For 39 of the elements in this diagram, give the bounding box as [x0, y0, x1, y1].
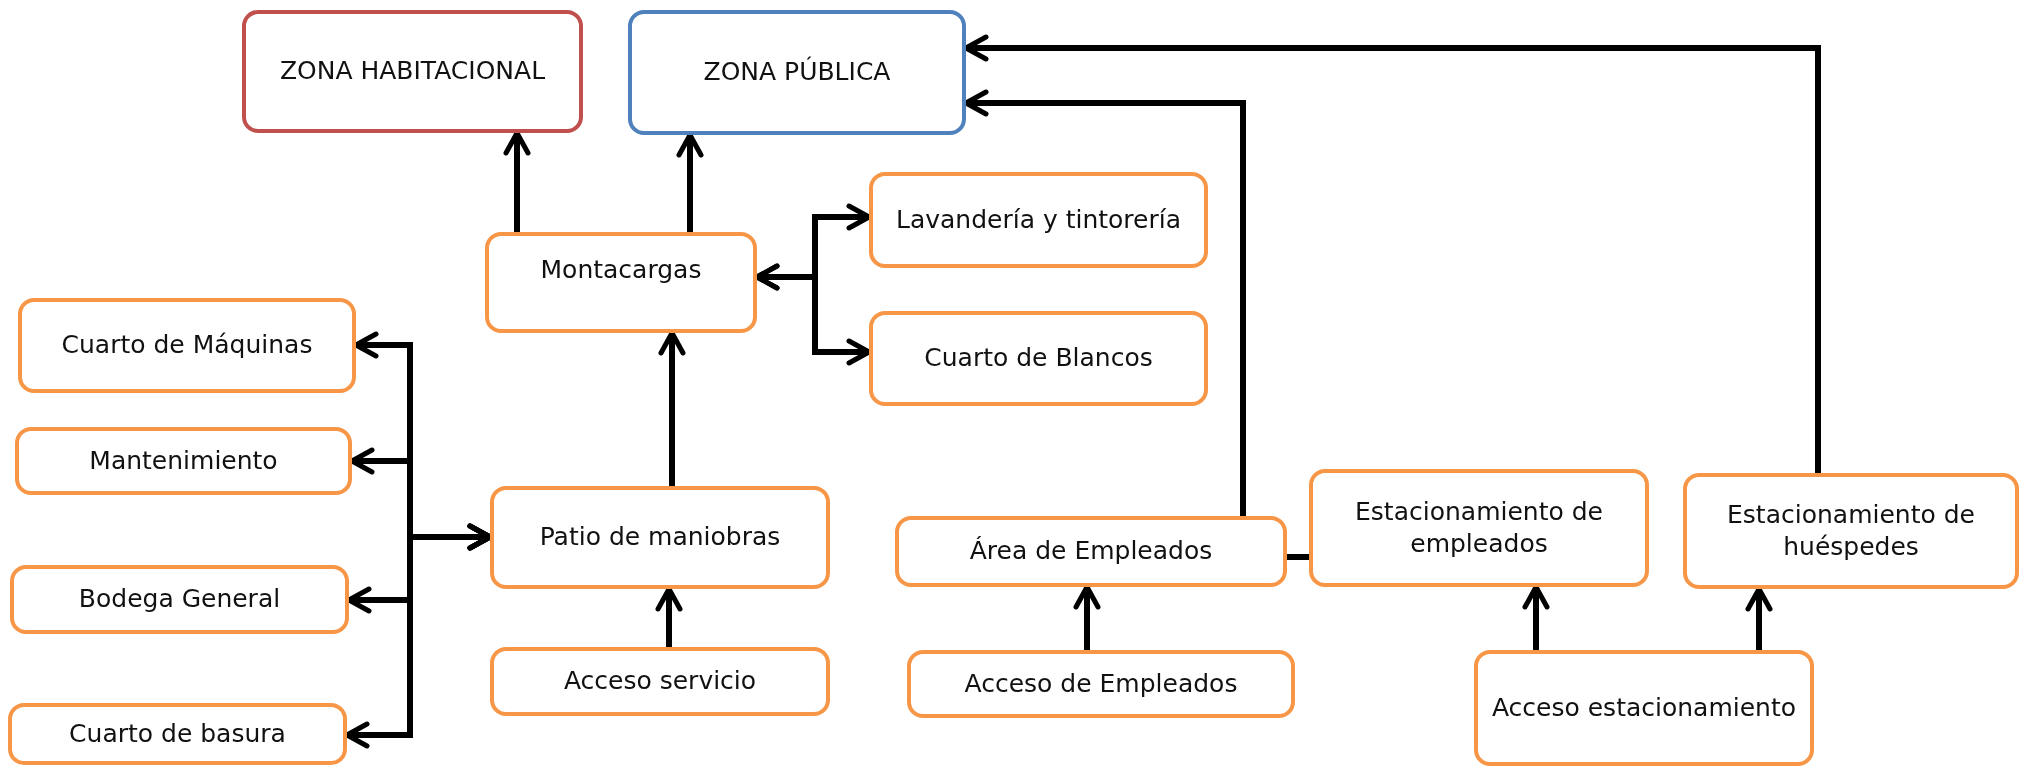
box-label: Cuarto de basura	[69, 717, 286, 750]
box-label: Montacargas	[540, 254, 702, 286]
box-label: Bodega General	[78, 583, 281, 616]
arrow	[1522, 584, 1550, 650]
arrow	[1073, 584, 1101, 650]
arrow	[676, 132, 704, 232]
process-box	[490, 647, 830, 716]
process-box	[1309, 469, 1649, 587]
arrow	[1745, 586, 1773, 650]
box-label: Acceso estacionamiento	[1491, 691, 1797, 724]
box-label: Acceso servicio	[563, 665, 757, 698]
process-box	[18, 298, 356, 393]
arrow	[655, 586, 683, 647]
box-label: ZONA PÚBLICA	[703, 56, 891, 89]
process-box	[8, 703, 347, 765]
process-box	[628, 10, 966, 135]
box-label: Acceso de Empleados	[964, 667, 1238, 700]
process-box	[490, 486, 830, 589]
process-box	[15, 427, 352, 495]
box-label: Cuarto de Máquinas	[61, 329, 313, 362]
process-box	[485, 232, 757, 333]
box-label: Patio de maniobras	[539, 521, 781, 554]
arrow	[503, 130, 531, 232]
process-box	[869, 311, 1208, 406]
process-box	[10, 565, 349, 634]
arrow	[658, 330, 686, 486]
process-box	[1683, 473, 2019, 589]
box-label: Lavandería y tintorería	[895, 203, 1181, 236]
process-box	[907, 650, 1295, 718]
box-label: Estacionamiento de empleados	[1354, 495, 1604, 560]
box-label: ZONA HABITACIONAL	[279, 55, 546, 88]
box-label: Área de Empleados	[969, 535, 1213, 568]
process-box	[895, 516, 1287, 587]
process-box	[242, 10, 583, 133]
box-label: Cuarto de Blancos	[924, 342, 1153, 375]
box-label: Estacionamiento de huéspedes	[1726, 498, 1976, 563]
process-box	[869, 172, 1208, 268]
process-box	[1474, 650, 1814, 766]
box-label: Mantenimiento	[89, 444, 278, 477]
